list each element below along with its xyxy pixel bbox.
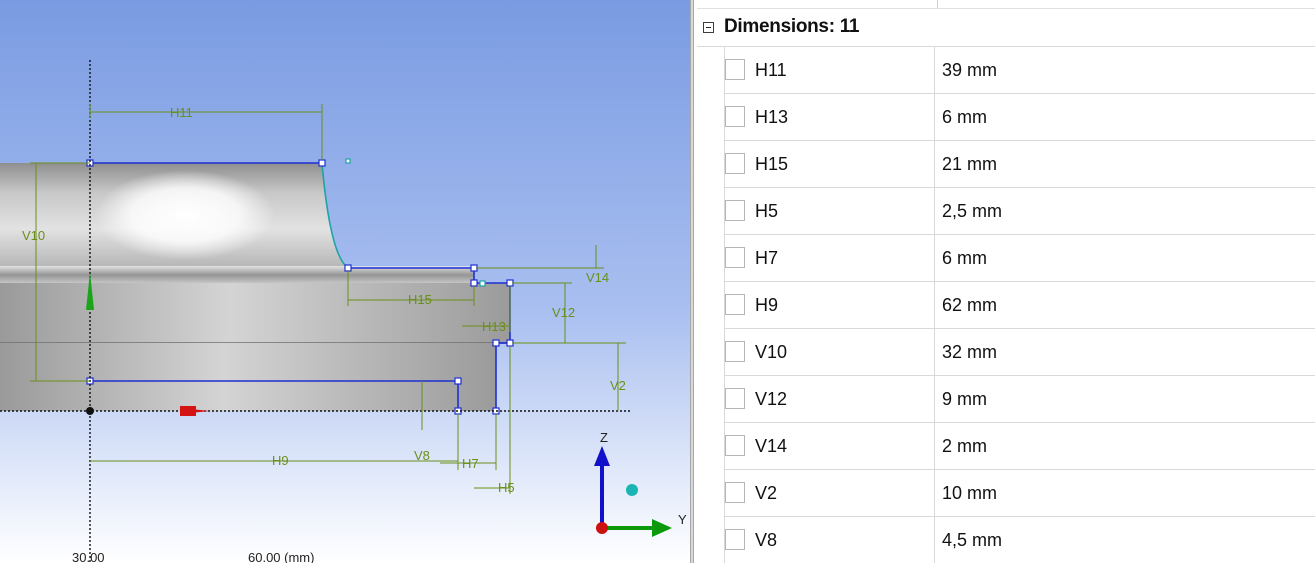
axis-triad[interactable]: Z Y	[594, 430, 687, 537]
sketch-canvas[interactable]: H11 V10 H15 H13 V14 V12 V2 H9 V8 H7 H5 Z…	[0, 0, 690, 563]
column-divider	[934, 141, 935, 187]
parameter-checkbox[interactable]	[725, 435, 745, 456]
dimensions-group-header[interactable]: Dimensions: 11	[697, 8, 1315, 47]
parameter-checkbox[interactable]	[725, 294, 745, 315]
dimension-row[interactable]: V2 10 mm	[724, 470, 1315, 517]
parameter-checkbox[interactable]	[725, 388, 745, 409]
previous-row-edge	[697, 0, 1315, 9]
column-divider	[934, 188, 935, 234]
parameter-checkbox[interactable]	[725, 153, 745, 174]
dimension-row[interactable]: H5 2,5 mm	[724, 188, 1315, 235]
dimension-value[interactable]: 2,5 mm	[942, 201, 1003, 221]
dimension-name: H9	[755, 295, 779, 315]
dimension-value[interactable]: 10 mm	[942, 483, 998, 503]
dimension-value[interactable]: 6 mm	[942, 248, 987, 268]
column-divider	[934, 329, 935, 375]
x-axis-arrow	[180, 406, 210, 416]
svg-text:V14: V14	[586, 270, 609, 285]
details-panel: Dimensions: 11 H11 39 mm H13 6 mm H15 21 mm H5…	[697, 0, 1315, 563]
svg-text:H5: H5	[498, 480, 515, 495]
y-axis-label: Y	[678, 512, 687, 527]
dimension-labels: H11 V10 H15 H13 V14 V12 V2 H9 V8 H7 H5	[22, 105, 626, 495]
svg-text:V2: V2	[610, 378, 626, 393]
ruler: 30.00 60.00 (mm)	[72, 550, 314, 563]
parameter-checkbox[interactable]	[725, 59, 745, 80]
dimension-value[interactable]: 21 mm	[942, 154, 998, 174]
dimension-name: H5	[755, 201, 779, 221]
svg-text:H15: H15	[408, 292, 432, 307]
panel-splitter[interactable]	[690, 0, 694, 563]
y-axis-arrow	[86, 272, 94, 310]
svg-text:V8: V8	[414, 448, 430, 463]
parameter-checkbox[interactable]	[725, 200, 745, 221]
dimension-name: V14	[755, 436, 788, 456]
dimension-row[interactable]: H15 21 mm	[724, 141, 1315, 188]
dimension-name: H15	[755, 154, 789, 174]
parameter-checkbox[interactable]	[725, 247, 745, 268]
dimension-name: V8	[755, 530, 778, 550]
column-divider	[934, 282, 935, 328]
column-divider	[934, 517, 935, 563]
svg-text:V10: V10	[22, 228, 45, 243]
dimension-value[interactable]: 2 mm	[942, 436, 987, 456]
column-divider	[934, 94, 935, 140]
column-divider	[934, 470, 935, 516]
dimension-name: H13	[755, 107, 789, 127]
svg-text:60.00 (mm): 60.00 (mm)	[248, 550, 314, 563]
dimension-name: H7	[755, 248, 779, 268]
collapse-minus-icon[interactable]	[703, 22, 714, 33]
dimension-value[interactable]: 62 mm	[942, 295, 998, 315]
dimensions-group-label: Dimensions: 11	[724, 16, 860, 37]
origin-point	[86, 407, 94, 415]
dimension-value[interactable]: 9 mm	[942, 389, 987, 409]
part-body	[0, 163, 510, 411]
svg-text:H11: H11	[170, 105, 193, 120]
dimension-value[interactable]: 32 mm	[942, 342, 998, 362]
svg-text:H13: H13	[482, 319, 506, 334]
dimension-row[interactable]: V8 4,5 mm	[724, 517, 1315, 563]
z-axis-label: Z	[600, 430, 608, 445]
dimension-value[interactable]: 6 mm	[942, 107, 987, 127]
column-divider	[934, 376, 935, 422]
column-divider	[934, 423, 935, 469]
column-divider	[934, 47, 935, 93]
dimension-name: V12	[755, 389, 788, 409]
parameter-checkbox[interactable]	[725, 106, 745, 127]
y-arrow-icon	[652, 519, 672, 537]
iso-view-ball-icon[interactable]	[626, 484, 638, 496]
svg-text:30.00: 30.00	[72, 550, 105, 563]
parameter-checkbox[interactable]	[725, 341, 745, 362]
dimension-row[interactable]: V12 9 mm	[724, 376, 1315, 423]
dimension-row[interactable]: H11 39 mm	[724, 47, 1315, 94]
dimension-lines	[30, 104, 626, 494]
dimension-row[interactable]: H13 6 mm	[724, 94, 1315, 141]
graphics-viewport[interactable]: H11 V10 H15 H13 V14 V12 V2 H9 V8 H7 H5 Z…	[0, 0, 690, 563]
dimension-row[interactable]: H7 6 mm	[724, 235, 1315, 282]
column-divider	[934, 235, 935, 281]
dimension-name: H11	[755, 60, 787, 80]
svg-text:V12: V12	[552, 305, 575, 320]
dimension-value[interactable]: 39 mm	[942, 60, 998, 80]
dimension-row[interactable]: H9 62 mm	[724, 282, 1315, 329]
dimension-value[interactable]: 4,5 mm	[942, 530, 1003, 550]
x-axis-dot-icon	[596, 522, 608, 534]
dimension-name: V10	[755, 342, 788, 362]
parameter-checkbox[interactable]	[725, 529, 745, 550]
dimension-row[interactable]: V14 2 mm	[724, 423, 1315, 470]
svg-text:H9: H9	[272, 453, 289, 468]
parameter-checkbox[interactable]	[725, 482, 745, 503]
svg-text:H7: H7	[462, 456, 479, 471]
z-arrow-icon	[594, 446, 610, 466]
axis-lines	[0, 60, 630, 563]
dimension-row[interactable]: V10 32 mm	[724, 329, 1315, 376]
dimension-name: V2	[755, 483, 778, 503]
